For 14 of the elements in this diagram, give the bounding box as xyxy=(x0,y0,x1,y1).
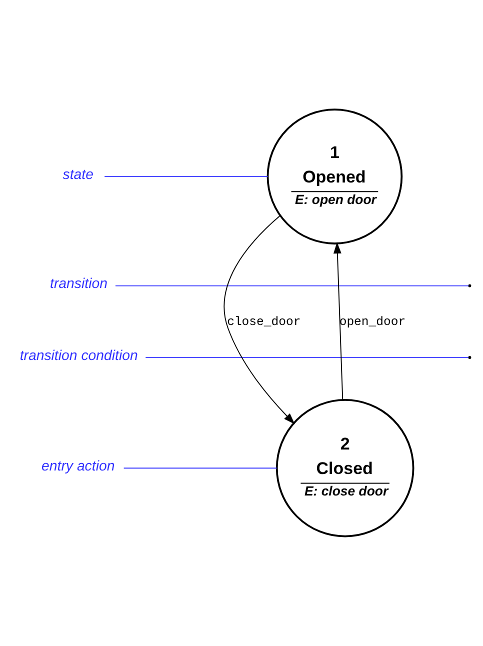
node-circle: 1 Opened E: open door xyxy=(266,108,403,244)
node-text: transition xyxy=(50,276,108,292)
edge-label: open_door xyxy=(339,314,406,329)
edge-label: close_door xyxy=(227,314,301,329)
node-text: transition condition xyxy=(20,348,138,364)
node-text: entry action xyxy=(42,458,115,474)
node-text: state xyxy=(62,166,94,183)
connector xyxy=(123,468,278,469)
connector xyxy=(145,357,469,358)
arrow xyxy=(333,242,344,400)
connector xyxy=(104,176,268,178)
connector xyxy=(115,285,470,286)
arrow xyxy=(224,214,295,424)
node-circle: 2 Closed E: close door xyxy=(276,398,414,538)
